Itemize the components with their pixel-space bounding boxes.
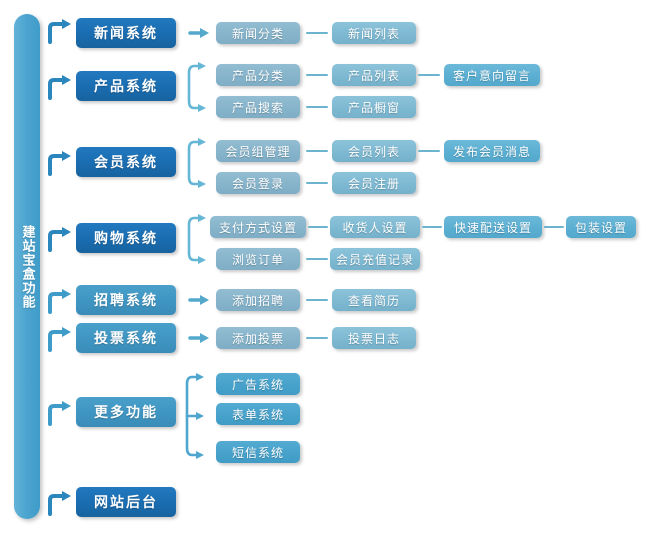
elbow-arrow-more xyxy=(48,401,71,426)
link-news-category-to-list xyxy=(306,32,328,34)
node-news-list[interactable]: 新闻列表 xyxy=(332,22,416,44)
arrow-news-to-category xyxy=(188,28,209,38)
node-label: 产品分类 xyxy=(231,68,284,83)
node-news-system[interactable]: 新闻系统 xyxy=(76,18,176,48)
node-more-function[interactable]: 更多功能 xyxy=(76,397,176,427)
node-label: 产品系统 xyxy=(94,79,158,95)
node-recharge-record[interactable]: 会员充值记录 xyxy=(330,248,420,270)
bracket-more-children xyxy=(185,373,204,459)
node-vote-system[interactable]: 投票系统 xyxy=(76,323,176,353)
node-product-showcase[interactable]: 产品橱窗 xyxy=(332,96,416,118)
node-label: 会员列表 xyxy=(347,144,400,159)
node-view-resume[interactable]: 查看简历 xyxy=(332,289,416,311)
link-member-list-to-news xyxy=(418,150,440,152)
node-member-list[interactable]: 会员列表 xyxy=(332,140,416,162)
node-label: 添加投票 xyxy=(231,331,284,346)
node-label: 新闻列表 xyxy=(347,26,400,41)
bracket-shopping-children xyxy=(187,214,206,264)
node-label: 会员组管理 xyxy=(225,144,291,159)
arrow-vote-to-add xyxy=(188,333,209,343)
node-label: 产品列表 xyxy=(347,68,400,83)
node-member-group[interactable]: 会员组管理 xyxy=(216,140,300,162)
link-receiver-to-delivery xyxy=(422,226,442,228)
link-payment-to-receiver xyxy=(308,226,328,228)
node-member-system[interactable]: 会员系统 xyxy=(76,147,176,177)
node-browse-order[interactable]: 浏览订单 xyxy=(216,248,300,270)
node-label: 添加招聘 xyxy=(231,293,284,308)
node-product-search[interactable]: 产品搜索 xyxy=(216,96,300,118)
bracket-member-children xyxy=(187,138,206,188)
link-member-group-to-list xyxy=(306,150,328,152)
root-node-label: 建站宝盒功能 xyxy=(19,224,35,309)
node-product-list[interactable]: 产品列表 xyxy=(332,64,416,86)
node-receiver-setting[interactable]: 收货人设置 xyxy=(330,216,420,238)
node-label: 发布会员消息 xyxy=(452,144,531,159)
link-delivery-to-package xyxy=(544,226,564,228)
node-label: 查看简历 xyxy=(347,293,400,308)
node-label: 投票日志 xyxy=(347,331,400,346)
node-product-system[interactable]: 产品系统 xyxy=(76,71,176,101)
node-payment-setting[interactable]: 支付方式设置 xyxy=(210,216,306,238)
link-product-list-to-message xyxy=(418,74,440,76)
elbow-arrow-vote xyxy=(48,327,71,352)
node-label: 网站后台 xyxy=(94,495,158,511)
node-label: 更多功能 xyxy=(94,405,158,421)
node-ad-system[interactable]: 广告系统 xyxy=(216,373,300,395)
link-product-category-to-list xyxy=(306,74,328,76)
node-label: 表单系统 xyxy=(231,407,284,422)
node-label: 短信系统 xyxy=(231,445,284,460)
node-label: 产品搜索 xyxy=(231,100,284,115)
link-member-login-to-register xyxy=(306,182,328,184)
node-label: 产品橱窗 xyxy=(347,100,400,115)
node-shopping-system[interactable]: 购物系统 xyxy=(76,223,176,253)
link-add-recruit-to-resume xyxy=(306,299,328,301)
node-label: 会员注册 xyxy=(347,176,400,191)
root-node-bar[interactable]: 建站宝盒功能 xyxy=(14,14,40,519)
node-news-category[interactable]: 新闻分类 xyxy=(216,22,300,44)
node-recruit-system[interactable]: 招聘系统 xyxy=(76,285,176,315)
node-member-news[interactable]: 发布会员消息 xyxy=(444,140,540,162)
elbow-arrow-product xyxy=(48,75,71,100)
elbow-arrow-shopping xyxy=(48,227,71,252)
node-label: 广告系统 xyxy=(231,377,284,392)
node-label: 购物系统 xyxy=(94,231,158,247)
node-label: 浏览订单 xyxy=(231,252,284,267)
node-label: 会员系统 xyxy=(94,155,158,171)
bracket-product-children xyxy=(187,62,206,112)
link-add-vote-to-log xyxy=(306,337,328,339)
node-form-system[interactable]: 表单系统 xyxy=(216,403,300,425)
node-label: 新闻分类 xyxy=(231,26,284,41)
node-label: 投票系统 xyxy=(94,331,158,347)
node-fast-delivery[interactable]: 快速配送设置 xyxy=(444,216,542,238)
node-label: 收货人设置 xyxy=(342,220,408,235)
node-package-setting[interactable]: 包装设置 xyxy=(566,216,636,238)
node-site-backend[interactable]: 网站后台 xyxy=(76,487,176,517)
link-browse-order-to-recharge xyxy=(306,258,328,260)
node-label: 包装设置 xyxy=(574,220,627,235)
node-add-recruit[interactable]: 添加招聘 xyxy=(216,289,300,311)
link-product-search-to-showcase xyxy=(306,106,328,108)
elbow-arrow-backend xyxy=(48,491,71,516)
node-label: 客户意向留言 xyxy=(452,68,531,83)
node-customer-message[interactable]: 客户意向留言 xyxy=(444,64,540,86)
node-add-vote[interactable]: 添加投票 xyxy=(216,327,300,349)
elbow-arrow-recruit xyxy=(48,289,71,314)
node-member-login[interactable]: 会员登录 xyxy=(216,172,300,194)
elbow-arrow-news xyxy=(48,19,71,44)
node-sms-system[interactable]: 短信系统 xyxy=(216,441,300,463)
node-label: 会员充值记录 xyxy=(335,252,414,267)
node-label: 支付方式设置 xyxy=(218,220,297,235)
node-label: 快速配送设置 xyxy=(453,220,532,235)
node-label: 招聘系统 xyxy=(94,293,158,309)
node-member-register[interactable]: 会员注册 xyxy=(332,172,416,194)
node-product-category[interactable]: 产品分类 xyxy=(216,64,300,86)
node-label: 新闻系统 xyxy=(94,26,158,42)
node-label: 会员登录 xyxy=(231,176,284,191)
arrow-recruit-to-add xyxy=(188,295,209,305)
node-vote-log[interactable]: 投票日志 xyxy=(332,327,416,349)
elbow-arrow-member xyxy=(48,151,71,176)
